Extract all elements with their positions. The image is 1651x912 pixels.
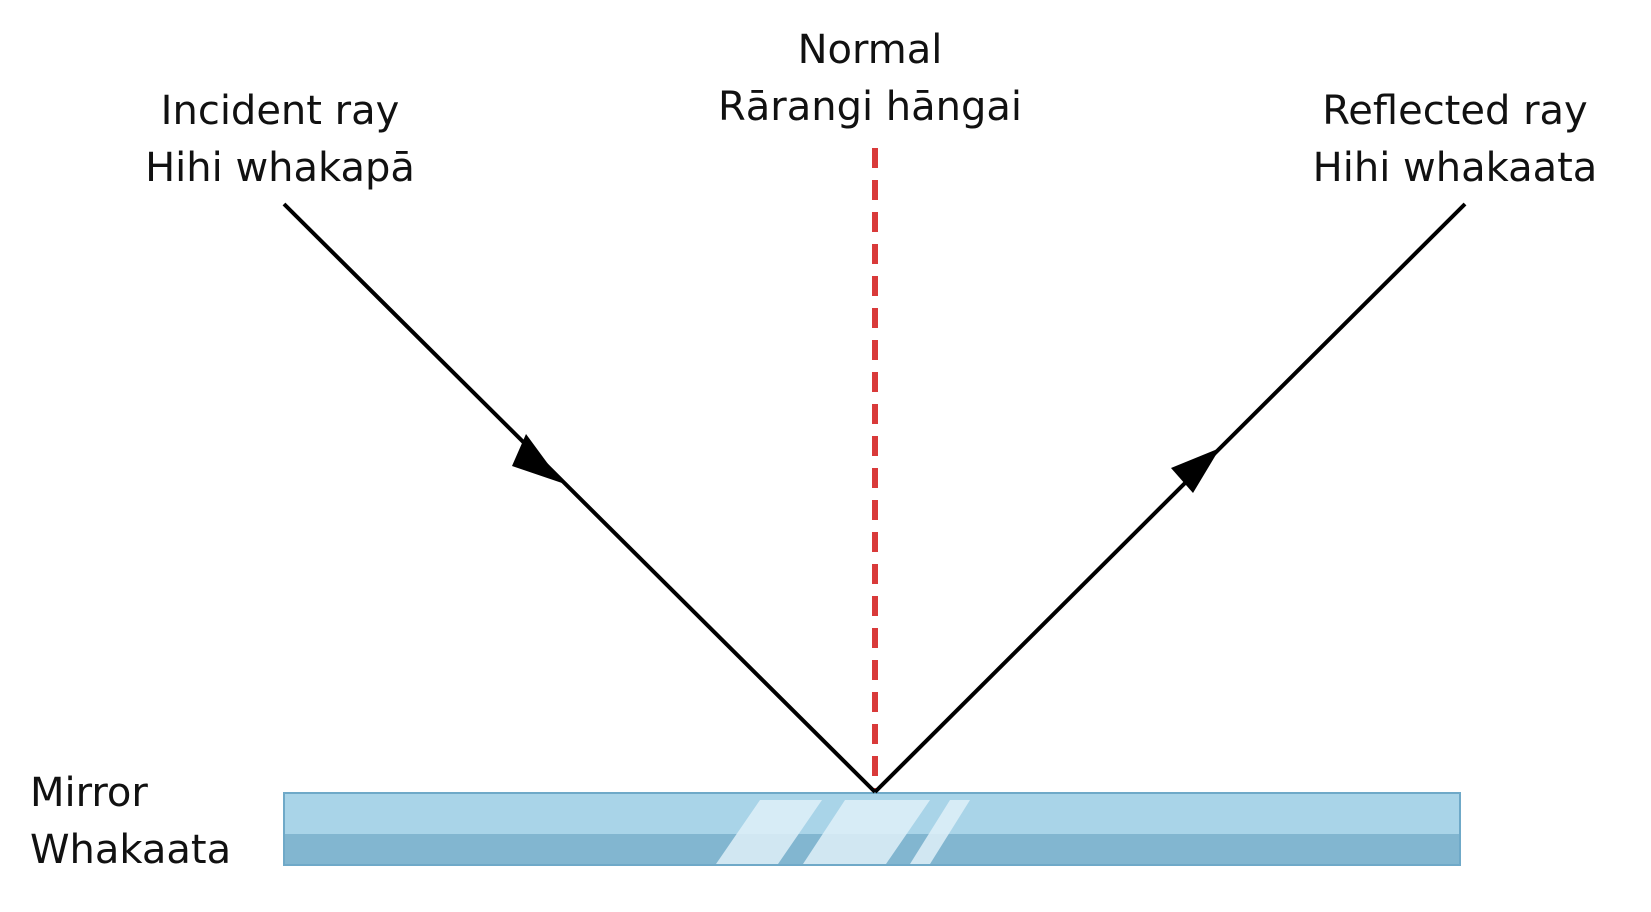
incident-ray [282, 202, 877, 794]
normal-label: Normal Rārangi hāngai [680, 22, 1060, 136]
mirror-label-mi: Whakaata [30, 827, 232, 873]
reflected-ray-label-mi: Hihi whakaata [1312, 145, 1598, 191]
mirror-glare-1 [716, 800, 822, 864]
mirror-label-en: Mirror [30, 770, 148, 816]
mirror-glare-3 [910, 800, 970, 864]
incident-ray-arrowhead [512, 434, 562, 483]
reflected-ray-arrowhead [1171, 448, 1220, 493]
mirror-glare-2 [803, 800, 930, 864]
reflected-ray-label: Reflected ray Hihi whakaata [1265, 83, 1645, 197]
incident-ray-label-mi: Hihi whakapā [145, 145, 415, 191]
reflected-ray [873, 202, 1467, 794]
incident-ray-label: Incident ray Hihi whakapā [90, 83, 470, 197]
mirror [283, 792, 1461, 866]
reflected-ray-label-en: Reflected ray [1322, 88, 1588, 134]
normal-label-mi: Rārangi hāngai [717, 84, 1023, 130]
mirror-label: Mirror Whakaata [30, 765, 290, 879]
normal-label-en: Normal [797, 27, 943, 73]
incident-ray-label-en: Incident ray [160, 88, 400, 134]
